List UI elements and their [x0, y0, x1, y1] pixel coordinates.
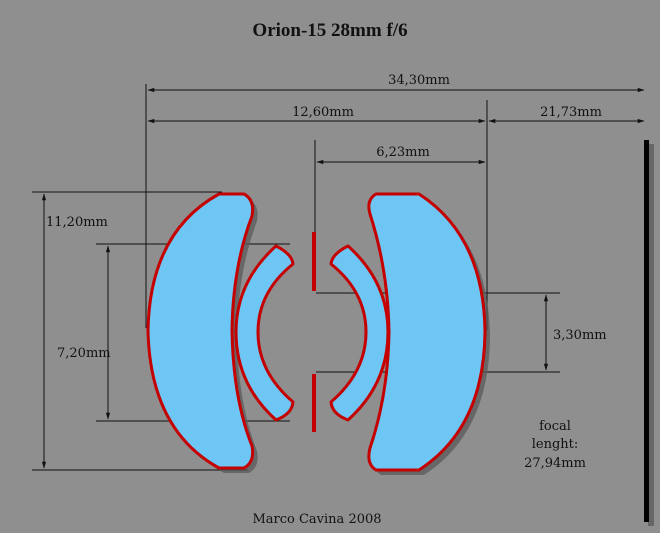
- rear-positive-element: [367, 192, 487, 472]
- diagram-title: Orion-15 28mm f/6: [252, 20, 407, 41]
- author-credit: Marco Cavina 2008: [252, 512, 381, 527]
- outer-diameter-label: 11,20mm: [46, 215, 108, 230]
- dim-lens-length: 12,60mm: [147, 105, 486, 124]
- inner-diameter-label: 7,20mm: [57, 346, 111, 361]
- focal-line-2: lenght:: [532, 437, 579, 452]
- total-length-label: 34,30mm: [388, 73, 450, 88]
- back-focus-label: 21,73mm: [540, 105, 602, 120]
- dim-stop-to-rear: 6,23mm: [316, 145, 486, 165]
- stop-to-rear-label: 6,23mm: [376, 145, 430, 160]
- focal-line-1: focal: [539, 419, 571, 434]
- focal-line-3: 27,94mm: [524, 456, 586, 471]
- rear-negative-meniscus: [329, 244, 390, 422]
- lens-length-label: 12,60mm: [292, 105, 354, 120]
- dim-aperture: 3,30mm: [543, 294, 607, 371]
- dim-total-length: 34,30mm: [147, 73, 645, 93]
- focal-length-note: focal lenght: 27,94mm: [524, 419, 586, 471]
- front-positive-element: [146, 192, 255, 470]
- dim-back-focus: 21,73mm: [488, 105, 645, 124]
- dim-inner-diameter: 7,20mm: [57, 245, 111, 420]
- image-plane: [644, 140, 649, 522]
- aperture-label: 3,30mm: [553, 328, 607, 343]
- front-negative-meniscus: [234, 244, 295, 422]
- dim-outer-diameter: 11,20mm: [41, 193, 108, 469]
